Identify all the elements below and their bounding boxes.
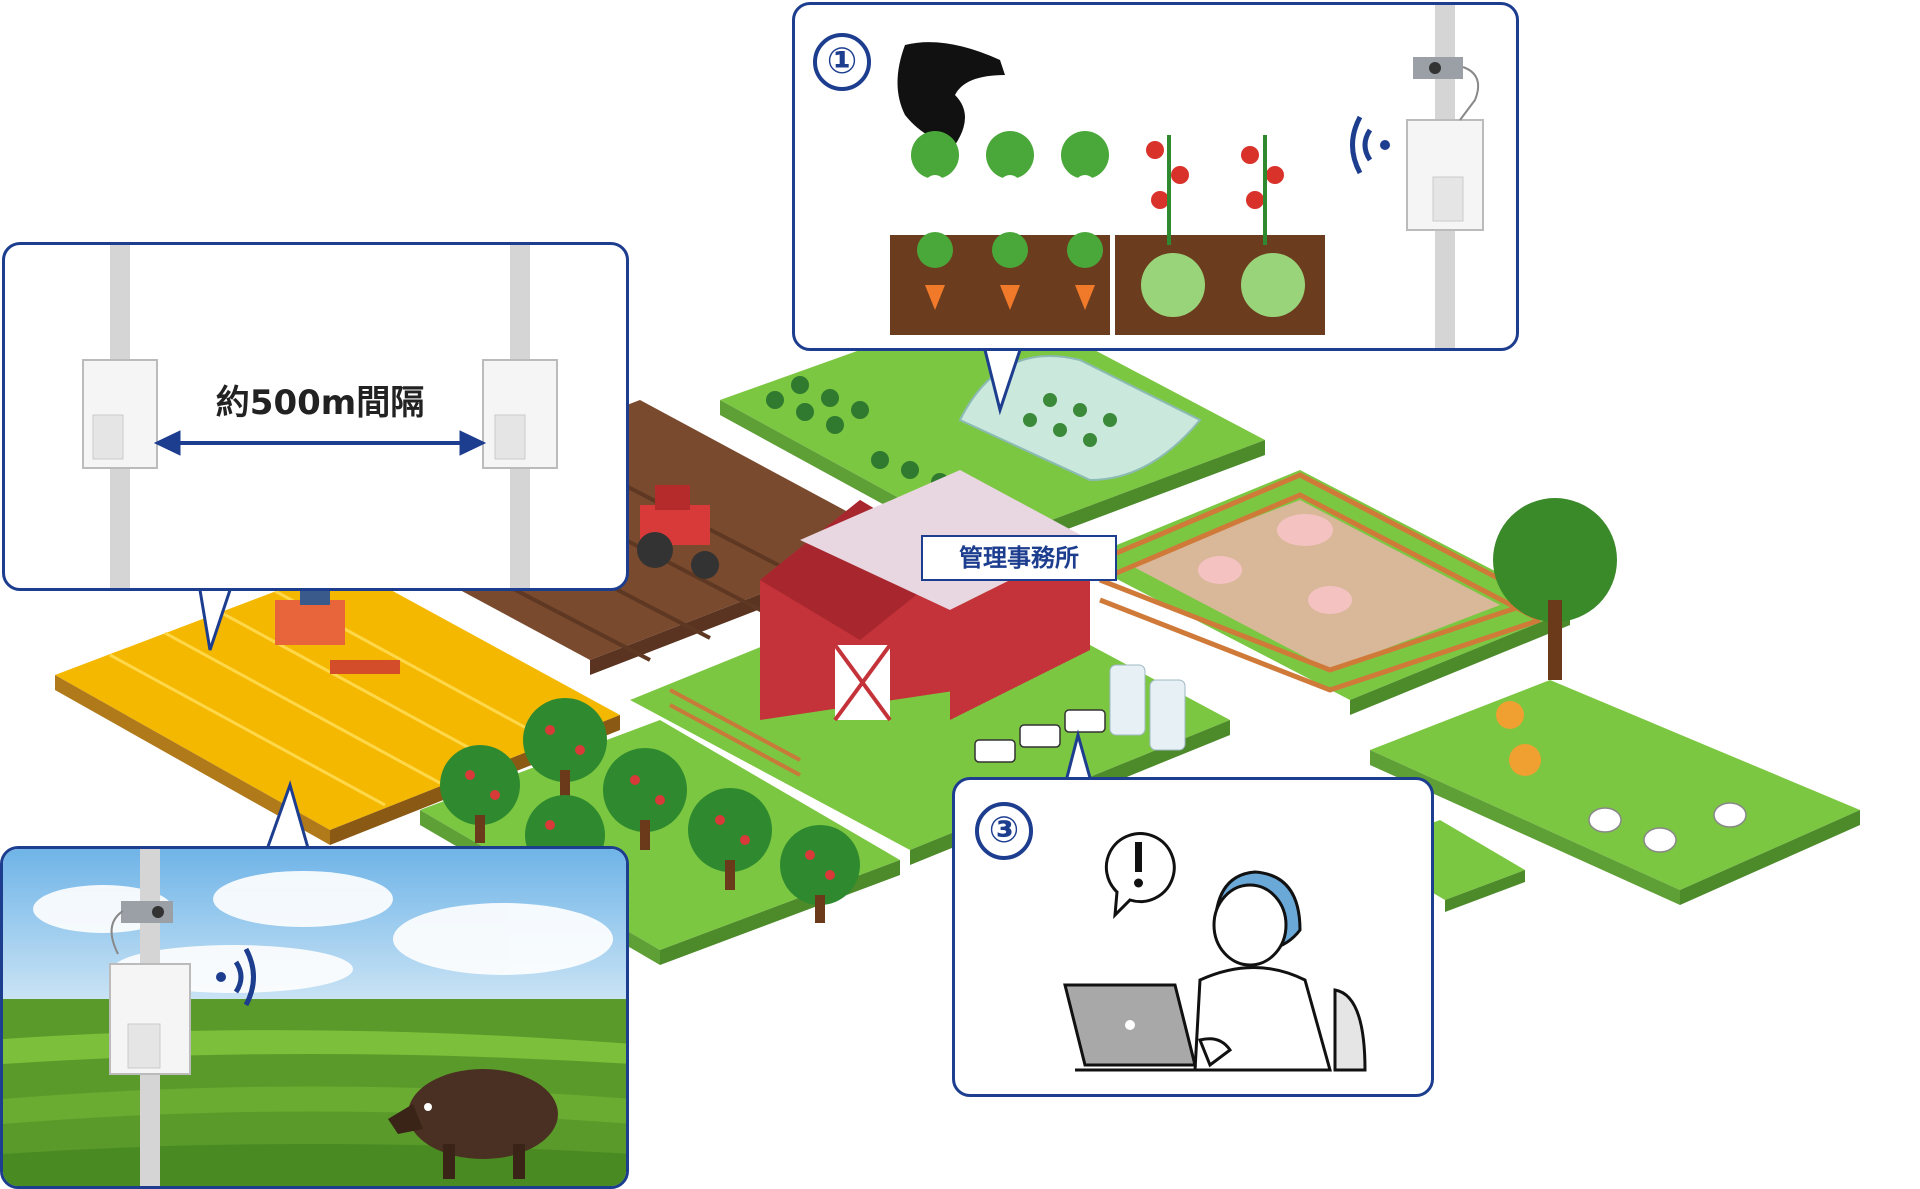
poultry-meadow (1370, 498, 1860, 905)
step-number-3: ③ (975, 802, 1033, 860)
camera-icon (110, 901, 173, 955)
crop-sensor-pole (1406, 5, 1484, 348)
wifi-signal-icon (216, 947, 256, 1007)
tractor (637, 485, 719, 579)
step-number-1: ① (813, 33, 871, 91)
hand-icon (897, 42, 1005, 146)
vegetable-bed (890, 131, 1325, 335)
left-sensor-pole (82, 245, 158, 588)
callout-operator-alert: ③ (952, 777, 1434, 1097)
boar-icon (388, 1069, 558, 1179)
right-sensor-pole (482, 245, 558, 588)
interval-arrow (153, 430, 487, 456)
interval-label: 約500m間隔 (215, 383, 425, 423)
callout-boar-detection (0, 846, 629, 1189)
callout-crop-monitoring: ① (792, 2, 1519, 351)
camera-icon (1413, 57, 1479, 121)
callout-tails (198, 349, 1094, 856)
management-office-label: 管理事務所 (921, 535, 1117, 581)
field-sensor-pole (109, 849, 191, 1186)
pig-pen (1080, 470, 1570, 715)
operator-person (1193, 870, 1367, 1072)
callout-sensor-interval: 約500m間隔 (2, 242, 629, 591)
alert-bubble-icon (1104, 832, 1176, 919)
laptop-icon (1063, 983, 1285, 1072)
wifi-signal-icon (1350, 115, 1390, 175)
